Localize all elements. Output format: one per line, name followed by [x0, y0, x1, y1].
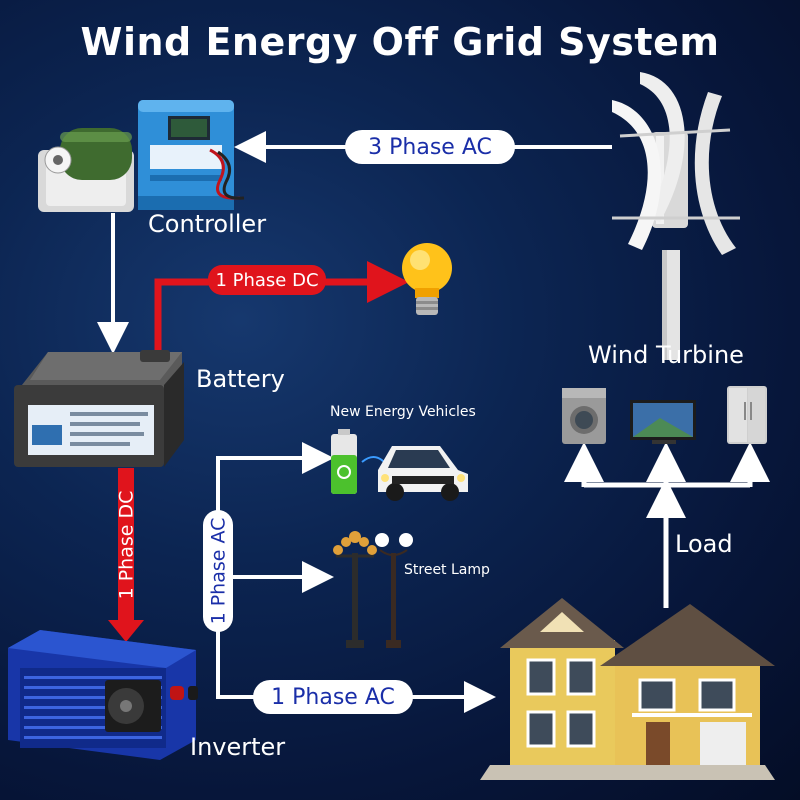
dump-load-resistor-icon: [38, 128, 134, 212]
battery-label: Battery: [196, 365, 285, 393]
street-lamp-icon: [333, 531, 413, 648]
three-phase-ac-label: 3 Phase AC: [345, 130, 515, 164]
electric-car-icon: [361, 446, 468, 501]
refrigerator-icon: [727, 386, 767, 444]
inverter-branch-ac-label: 1 Phase AC: [207, 517, 229, 625]
battery-to-inverter-arrowhead: [108, 620, 144, 642]
wind-turbine-icon: [612, 72, 740, 360]
ev-battery-icon: [331, 429, 357, 494]
battery-device-icon: [14, 350, 184, 467]
new-energy-vehicles-label: New Energy Vehicles: [330, 404, 476, 420]
washing-machine-icon: [562, 388, 606, 444]
page-title: Wind Energy Off Grid System: [80, 20, 720, 64]
controller-label: Controller: [148, 210, 267, 238]
battery-to-inverter-dc-label: 1 Phase DC: [115, 490, 138, 600]
controller-device-icon: [138, 100, 245, 210]
wind-turbine-label: Wind Turbine: [588, 341, 744, 369]
load-label: Load: [675, 530, 733, 558]
street-lamp-label: Street Lamp: [404, 562, 490, 578]
light-bulb-icon: [402, 243, 452, 315]
battery-to-inverter-dc-label-box: 1 Phase DC: [111, 480, 141, 610]
house-icon: [480, 598, 775, 780]
inverter-label: Inverter: [190, 733, 286, 761]
television-icon: [630, 400, 696, 444]
inverter-branch-ac-label-box: 1 Phase AC: [203, 510, 233, 632]
inverter-device-icon: [8, 630, 198, 760]
battery-to-bulb-dc-label: 1 Phase DC: [208, 265, 326, 295]
inverter-to-house-ac-label: 1 Phase AC: [253, 680, 413, 714]
